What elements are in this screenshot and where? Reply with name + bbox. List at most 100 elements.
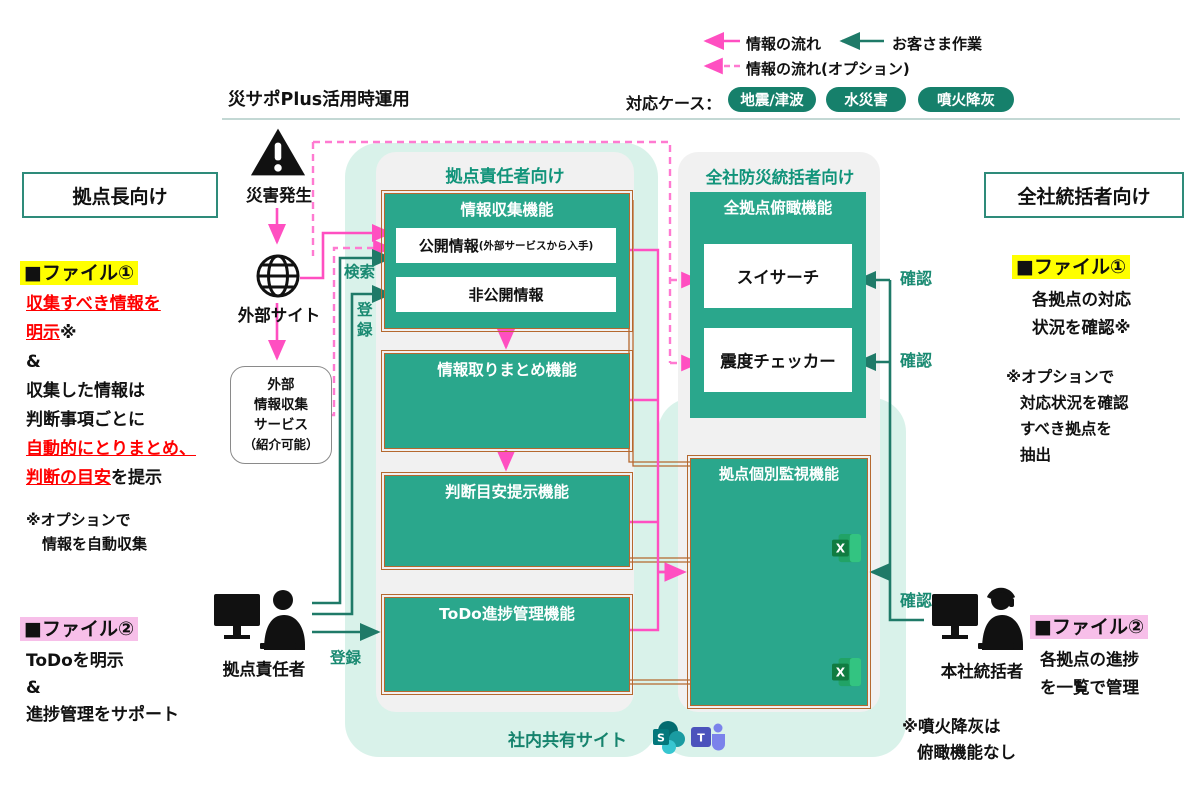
ashfall-note-line2: 俯瞰機能なし bbox=[917, 743, 1016, 762]
right-note-line4: 抽出 bbox=[1020, 446, 1052, 464]
optflow-service-to-public bbox=[330, 239, 393, 417]
left-file1-title: ■ファイル① bbox=[20, 258, 139, 285]
right-file2-line1: 各拠点の進捗 bbox=[1040, 650, 1139, 669]
work-confirm-bus bbox=[888, 280, 924, 622]
work-search-line bbox=[312, 248, 393, 605]
private-info-box: 非公開情報 bbox=[396, 277, 616, 312]
file1-line4: 収集した情報は bbox=[26, 381, 145, 401]
right-note-line3: すべき拠点を bbox=[1020, 420, 1112, 438]
right-file1-line1: 各拠点の対応 bbox=[1032, 290, 1131, 309]
right-note: ※オプションで 対応状況を確認 すべき拠点を 抽出 bbox=[1006, 364, 1129, 468]
file2-line2: & bbox=[26, 678, 41, 698]
response-cases-label: 対応ケース： bbox=[626, 94, 722, 113]
hq-manager-person-icon bbox=[930, 586, 1030, 652]
warning-triangle-icon bbox=[250, 126, 306, 178]
audience-box-hq-manager: 全社統括者向け bbox=[984, 172, 1184, 218]
right-note-line2: 対応状況を確認 bbox=[1020, 394, 1129, 412]
center-panel-header: 拠点責任者向け bbox=[445, 167, 565, 187]
page-title: 災サポPlus活用時運用 bbox=[228, 90, 410, 110]
confirm1-label: 確認 bbox=[900, 269, 933, 288]
disaster-label: 災害発生 bbox=[246, 186, 312, 205]
excel-letter-2: X bbox=[836, 666, 846, 680]
flow-bus-main bbox=[628, 248, 660, 632]
judge-title: 判断目安提示機能 bbox=[444, 483, 569, 501]
summarize-box: 情報取りまとめ機能 bbox=[381, 350, 633, 452]
quake-checker-label: 震度チェッカー bbox=[720, 352, 836, 371]
ashfall-note: ※噴火降灰は 俯瞰機能なし bbox=[902, 714, 1016, 766]
external-service-line3: サービス bbox=[254, 417, 308, 433]
confirm3-label: 確認 bbox=[900, 591, 933, 610]
legend-flow-label: 情報の流れ bbox=[746, 35, 822, 53]
right-note-line1: ※オプションで bbox=[1006, 368, 1115, 386]
info-collect-title: 情報収集機能 bbox=[460, 201, 554, 219]
excel-icon-2: X bbox=[832, 657, 862, 687]
excel-letter-1: X bbox=[836, 542, 846, 556]
todo-title: ToDo進捗管理機能 bbox=[439, 605, 575, 623]
judge-box: 判断目安提示機能 bbox=[381, 472, 633, 570]
file1-line1: 収集すべき情報を bbox=[26, 294, 161, 314]
public-info-sub: (外部サービスから入手) bbox=[478, 240, 594, 252]
right-file2-title: ■ファイル② bbox=[1030, 612, 1149, 639]
file1-line3: & bbox=[26, 352, 41, 372]
right-file1-title-text: ■ファイル① bbox=[1012, 255, 1131, 279]
right-file2-title-text: ■ファイル② bbox=[1030, 615, 1149, 639]
case-badge-ashfall: 噴火降灰 bbox=[918, 87, 1014, 112]
sharepoint-letter: S bbox=[657, 732, 665, 745]
legend-flow-optional-label: 情報の流れ(オプション) bbox=[746, 60, 910, 78]
file1-line7b: を提示 bbox=[111, 468, 162, 488]
right-file2-text: 各拠点の進捗 を一覧で管理 bbox=[1040, 646, 1139, 702]
external-service-line4: （紹介可能） bbox=[243, 437, 319, 452]
register2-label: 登録 bbox=[330, 649, 362, 667]
confirm2-label: 確認 bbox=[900, 351, 933, 370]
quake-checker-box: 震度チェッカー bbox=[704, 328, 852, 392]
overview-title: 全拠点俯瞰機能 bbox=[723, 199, 833, 217]
file1-line5: 判断事項ごとに bbox=[26, 410, 145, 430]
suisearch-box: スイサーチ bbox=[704, 244, 852, 308]
teams-icon: T bbox=[690, 721, 726, 753]
todo-box: ToDo進捗管理機能 bbox=[381, 594, 633, 695]
site-manager-label: 拠点責任者 bbox=[222, 660, 306, 679]
register-label: 登録 bbox=[357, 301, 373, 339]
external-service-line2: 情報収集 bbox=[254, 397, 308, 413]
right-file1-line2: 状況を確認※ bbox=[1032, 318, 1131, 337]
hq-manager-label: 本社統括者 bbox=[940, 662, 1024, 681]
left-file1-text: 収集すべき情報を 明示※ & 収集した情報は 判断事項ごとに 自動的にとりまとめ… bbox=[26, 290, 196, 493]
optflow-top-rail bbox=[313, 140, 672, 363]
monitor-box: 拠点個別監視機能 bbox=[687, 455, 871, 709]
file2-line3: 進捗管理をサポート bbox=[26, 705, 179, 725]
right-panel-header: 全社防災統括者向け bbox=[705, 168, 855, 187]
sharepoint-icon: S bbox=[652, 720, 686, 754]
external-service-line1: 外部 bbox=[267, 377, 295, 393]
private-info-label: 非公開情報 bbox=[468, 286, 544, 304]
search-label: 検索 bbox=[344, 263, 376, 281]
legend-customer-label: お客さま作業 bbox=[892, 35, 983, 53]
left-file1-title-text: ■ファイル① bbox=[20, 261, 139, 285]
file1-line7a: 判断の目安 bbox=[26, 468, 111, 488]
shared-site-label: 社内共有サイト bbox=[508, 731, 627, 751]
left-file1-note: ※オプションで 情報を自動収集 bbox=[26, 508, 147, 556]
case-badge-earthquake: 地震/津波 bbox=[728, 87, 816, 112]
file1-note1: ※オプションで bbox=[26, 511, 131, 529]
ashfall-note-line1: ※噴火降灰は bbox=[902, 717, 1001, 736]
flow-site-to-public bbox=[300, 223, 393, 280]
external-service-box: 外部 情報収集 サービス （紹介可能） bbox=[230, 366, 332, 464]
public-info-label: 公開情報 bbox=[418, 237, 479, 255]
file1-line2b: ※ bbox=[60, 323, 77, 343]
summarize-title: 情報取りまとめ機能 bbox=[437, 361, 577, 379]
left-file2-text: ToDoを明示 & 進捗管理をサポート bbox=[26, 648, 179, 729]
file2-line1: ToDoを明示 bbox=[26, 651, 124, 671]
file1-line2a: 明示 bbox=[26, 323, 60, 343]
right-file2-line2: を一覧で管理 bbox=[1040, 678, 1139, 697]
suisearch-label: スイサーチ bbox=[736, 268, 820, 287]
title-divider bbox=[222, 118, 1180, 120]
file1-note2: 情報を自動収集 bbox=[42, 535, 148, 553]
public-info-box: 公開情報(外部サービスから入手) bbox=[396, 228, 616, 263]
left-file2-title-text: ■ファイル② bbox=[20, 617, 139, 641]
excel-icon-1: X bbox=[832, 533, 862, 563]
audience-box-site-manager: 拠点長向け bbox=[22, 172, 218, 218]
globe-icon bbox=[254, 252, 302, 300]
external-site-label: 外部サイト bbox=[237, 306, 321, 325]
site-manager-person-icon bbox=[212, 588, 312, 652]
monitor-title: 拠点個別監視機能 bbox=[718, 465, 839, 483]
